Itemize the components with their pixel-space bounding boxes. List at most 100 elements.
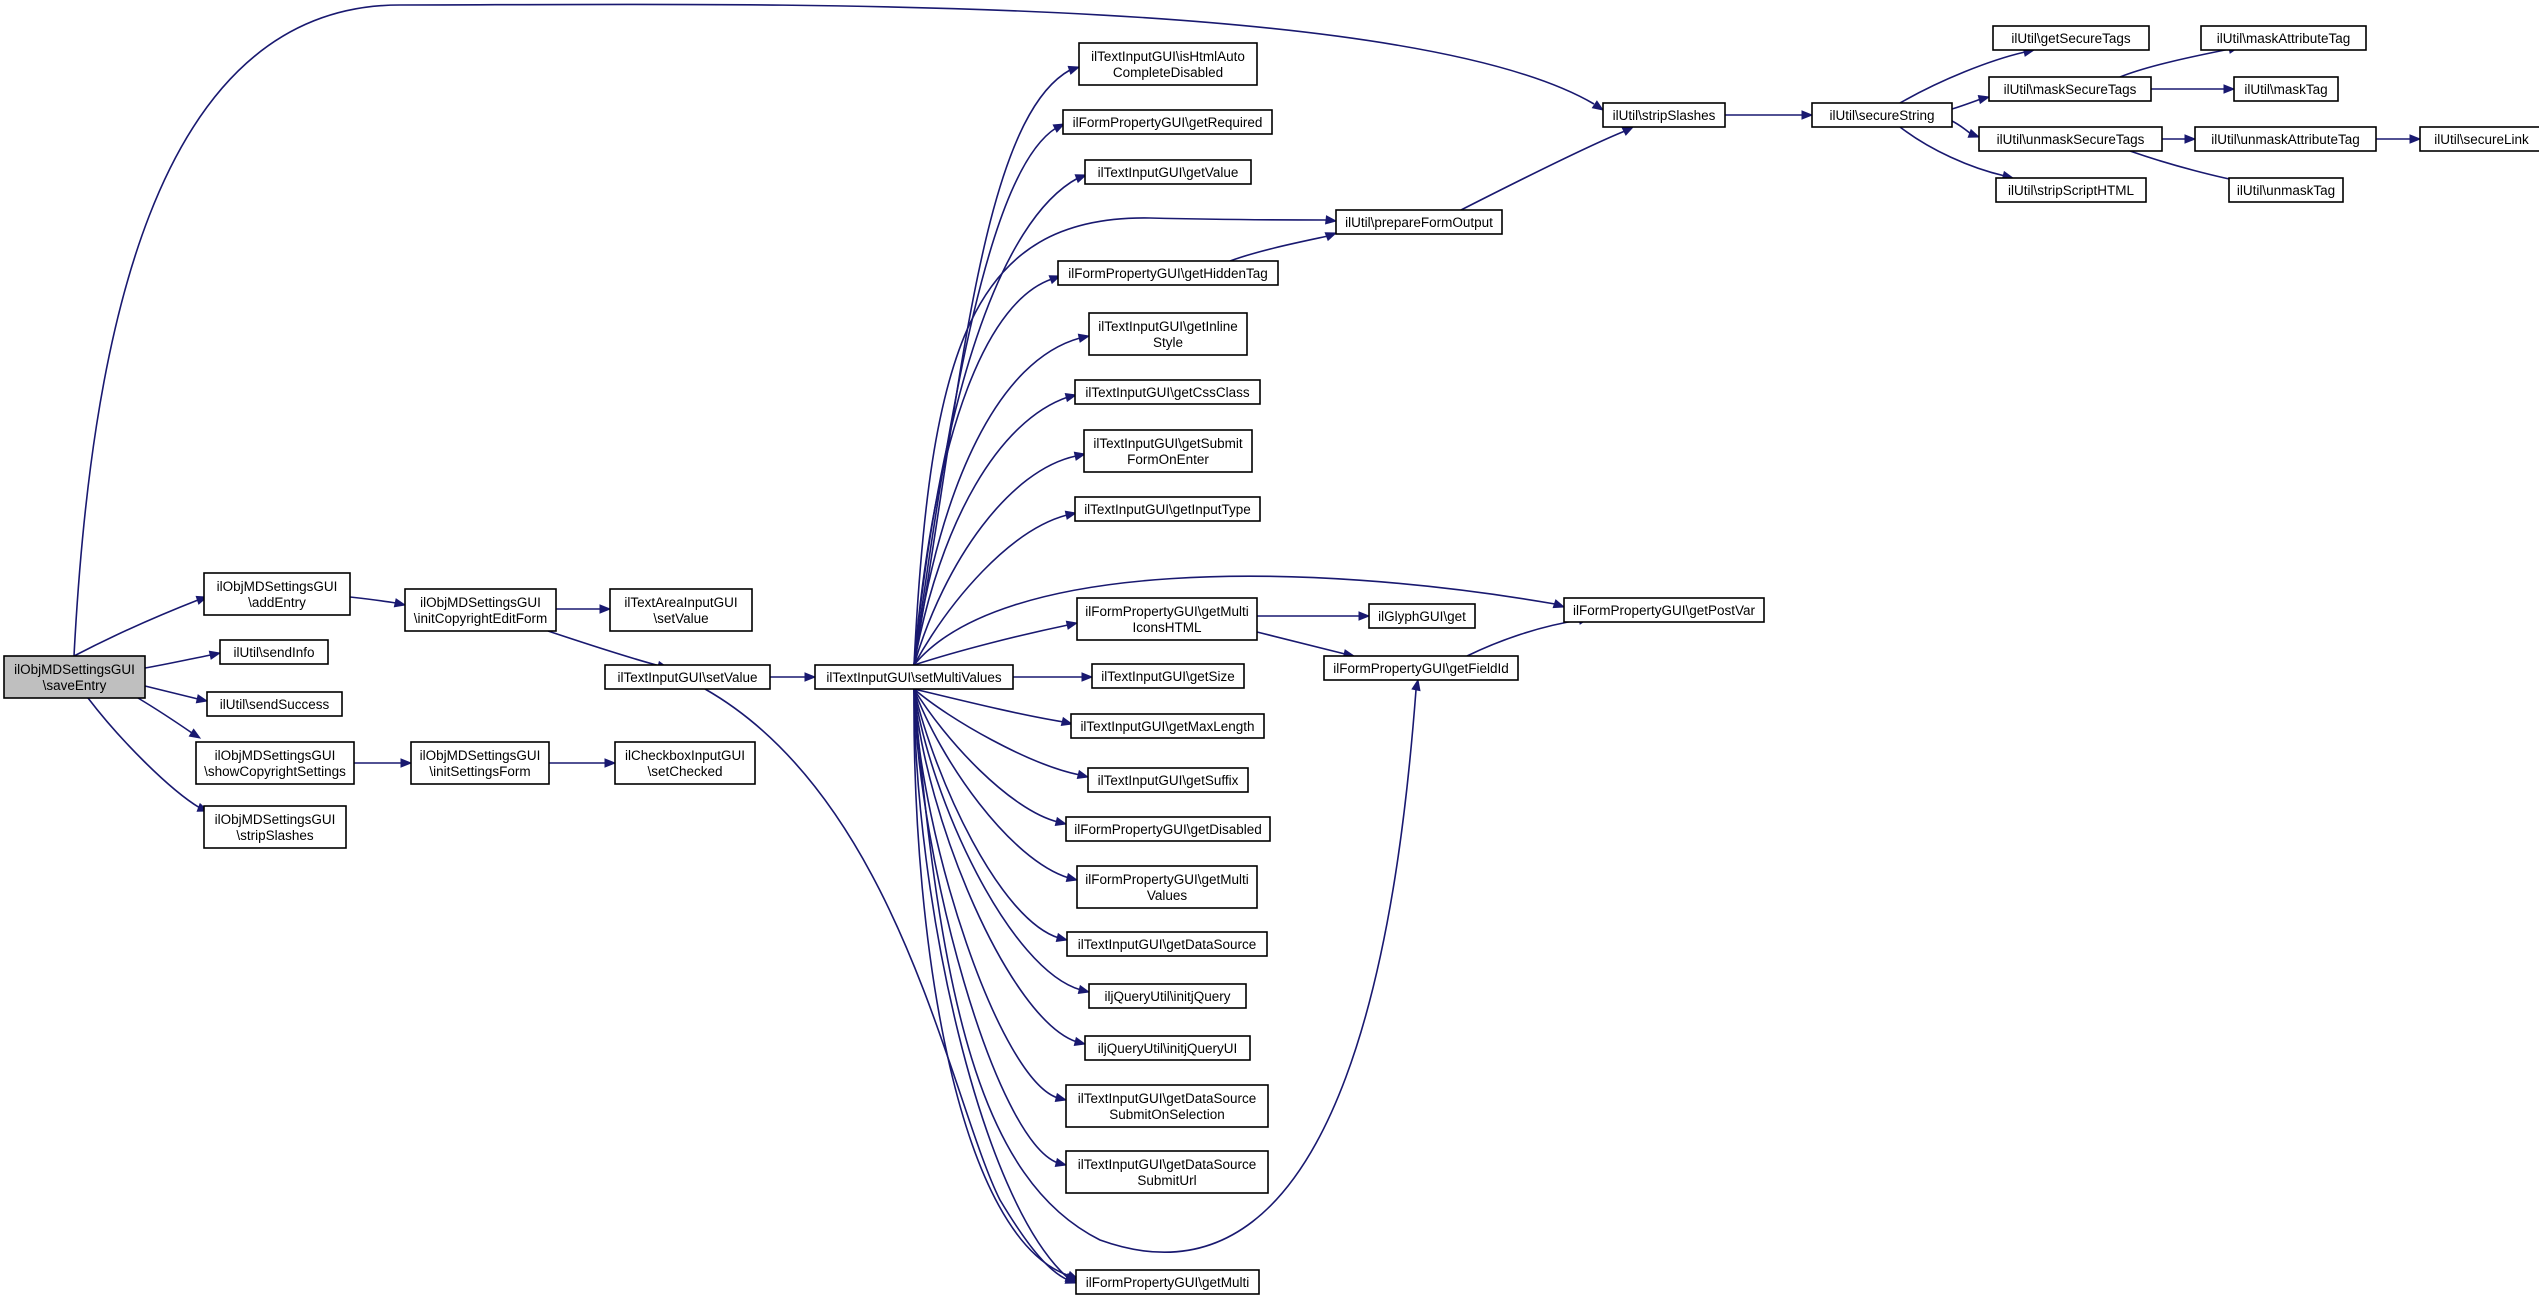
node-mask-attribute-tag[interactable]: ilUtil\maskAttributeTag: [2200, 25, 2367, 51]
node-box: [203, 805, 347, 849]
node-get-css-class[interactable]: ilTextInputGUI\getCssClass: [1074, 379, 1261, 405]
node-get-input-type[interactable]: ilTextInputGUI\getInputType: [1074, 496, 1261, 522]
call-edge: [1229, 232, 1338, 262]
call-edge: [354, 758, 413, 768]
node-get-field-id[interactable]: ilFormPropertyGUI\getFieldId: [1323, 655, 1519, 681]
node-label: SubmitOnSelection: [1109, 1107, 1225, 1122]
node-label: \initSettingsForm: [429, 764, 530, 779]
edge-line: [913, 217, 1328, 666]
node-box: [1084, 159, 1252, 185]
edge-line: [913, 688, 1059, 823]
arrowhead: [1064, 510, 1078, 520]
node-box: [404, 588, 557, 632]
arrowhead: [1067, 65, 1081, 75]
node-get-max-length[interactable]: ilTextInputGUI\getMaxLength: [1070, 713, 1265, 739]
node-show-copyright[interactable]: ilObjMDSettingsGUI\showCopyrightSettings: [195, 741, 355, 785]
node-get-suffix[interactable]: ilTextInputGUI\getSuffix: [1087, 767, 1249, 793]
arrowhead: [195, 694, 209, 704]
edge-line: [913, 688, 1059, 1164]
node-strip-slashes-gui[interactable]: ilObjMDSettingsGUI\stripSlashes: [203, 805, 347, 849]
call-edge: [913, 575, 1566, 666]
node-label: ilFormPropertyGUI\getFieldId: [1333, 661, 1509, 676]
node-get-size[interactable]: ilTextInputGUI\getSize: [1091, 663, 1245, 689]
node-text-area-set-value[interactable]: ilTextAreaInputGUI\setValue: [609, 588, 753, 632]
node-unmask-attribute-tag[interactable]: ilUtil\unmaskAttributeTag: [2194, 126, 2377, 152]
arrowhead: [1358, 611, 1371, 621]
node-get-data-source[interactable]: ilTextInputGUI\getDataSource: [1066, 931, 1268, 957]
node-label: ilUtil\secureString: [1829, 108, 1934, 123]
node-strip-slashes[interactable]: ilUtil\stripSlashes: [1602, 102, 1726, 128]
node-box: [203, 572, 351, 616]
node-save-entry[interactable]: ilObjMDSettingsGUI\saveEntry: [3, 655, 146, 699]
node-box: [1992, 25, 2150, 51]
call-edge: [704, 688, 1078, 1284]
node-mask-secure-tags[interactable]: ilUtil\maskSecureTags: [1988, 76, 2152, 102]
node-box: [206, 691, 343, 717]
node-box: [1076, 865, 1258, 909]
arrowhead: [2409, 134, 2422, 144]
node-label: IconsHTML: [1132, 620, 1202, 635]
node-label: ilUtil\sendSuccess: [220, 697, 330, 712]
call-edge: [913, 688, 1079, 883]
node-label: ilTextInputGUI\getInputType: [1084, 502, 1251, 517]
node-mask-tag[interactable]: ilUtil\maskTag: [2233, 76, 2339, 102]
node-init-settings[interactable]: ilObjMDSettingsGUI\initSettingsForm: [410, 741, 550, 785]
node-add-entry[interactable]: ilObjMDSettingsGUI\addEntry: [203, 572, 351, 616]
edge-line: [1229, 235, 1329, 262]
node-send-success[interactable]: ilUtil\sendSuccess: [206, 691, 343, 717]
node-box: [1065, 1150, 1269, 1194]
node-strip-script-html[interactable]: ilUtil\stripScriptHTML: [1995, 177, 2147, 203]
arrowhead: [1073, 451, 1087, 461]
node-label: ilFormPropertyGUI\getPostVar: [1573, 603, 1756, 618]
call-edge: [144, 650, 222, 669]
node-is-html-auto[interactable]: ilTextInputGUI\isHtmlAutoCompleteDisable…: [1078, 42, 1258, 86]
node-box: [1988, 76, 2152, 102]
arrowhead: [400, 758, 413, 768]
node-box: [614, 741, 756, 785]
node-label: ilTextAreaInputGUI: [624, 595, 737, 610]
node-label: ilUtil\prepareFormOutput: [1345, 215, 1493, 230]
node-label: ilUtil\unmaskAttributeTag: [2211, 132, 2360, 147]
node-get-value[interactable]: ilTextInputGUI\getValue: [1084, 159, 1252, 185]
node-get-data-source-submit-on-sel[interactable]: ilTextInputGUI\getDataSourceSubmitOnSele…: [1065, 1084, 1269, 1128]
node-get-secure-tags[interactable]: ilUtil\getSecureTags: [1992, 25, 2150, 51]
node-initj-query[interactable]: iljQueryUtil\initjQuery: [1088, 983, 1247, 1009]
edge-line: [1951, 120, 1972, 135]
node-get-hidden-tag[interactable]: ilFormPropertyGUI\getHiddenTag: [1057, 260, 1279, 286]
node-box: [2233, 76, 2339, 102]
node-text-set-value[interactable]: ilTextInputGUI\setValue: [604, 664, 771, 690]
node-label: \showCopyrightSettings: [204, 764, 346, 779]
arrowhead: [2184, 134, 2197, 144]
node-get-disabled[interactable]: ilFormPropertyGUI\getDisabled: [1065, 816, 1271, 842]
node-unmask-tag[interactable]: ilUtil\unmaskTag: [2228, 177, 2344, 203]
node-initj-query-ui[interactable]: iljQueryUtil\initjQueryUI: [1084, 1035, 1251, 1061]
call-edge: [913, 510, 1078, 666]
node-get-multi[interactable]: ilFormPropertyGUI\getMulti: [1075, 1269, 1260, 1295]
node-secure-string[interactable]: ilUtil\secureString: [1811, 102, 1953, 128]
node-get-post-var[interactable]: ilFormPropertyGUI\getPostVar: [1563, 597, 1765, 623]
arrowhead: [1074, 174, 1088, 184]
node-box: [1602, 102, 1726, 128]
node-checkbox-set-checked[interactable]: ilCheckboxInputGUI\setChecked: [614, 741, 756, 785]
node-unmask-secure-tags[interactable]: ilUtil\unmaskSecureTags: [1978, 126, 2163, 152]
node-get-required[interactable]: ilFormPropertyGUI\getRequired: [1062, 109, 1273, 135]
node-box: [1074, 379, 1261, 405]
node-send-info[interactable]: ilUtil\sendInfo: [219, 639, 329, 665]
node-glyph-get[interactable]: ilGlyphGUI\get: [1368, 603, 1476, 629]
node-secure-link[interactable]: ilUtil\secureLink: [2419, 126, 2539, 152]
edge-line: [913, 455, 1077, 666]
node-box: [1335, 209, 1503, 235]
edge-line: [913, 337, 1081, 666]
node-prepare-form-output[interactable]: ilUtil\prepareFormOutput: [1335, 209, 1503, 235]
node-label: ilUtil\maskSecureTags: [2004, 82, 2137, 97]
arrowhead: [1801, 110, 1814, 120]
node-box: [2194, 126, 2377, 152]
node-init-copyright[interactable]: ilObjMDSettingsGUI\initCopyrightEditForm: [404, 588, 557, 632]
edge-line: [2119, 48, 2231, 78]
node-set-multi-values[interactable]: ilTextInputGUI\setMultiValues: [814, 664, 1014, 690]
